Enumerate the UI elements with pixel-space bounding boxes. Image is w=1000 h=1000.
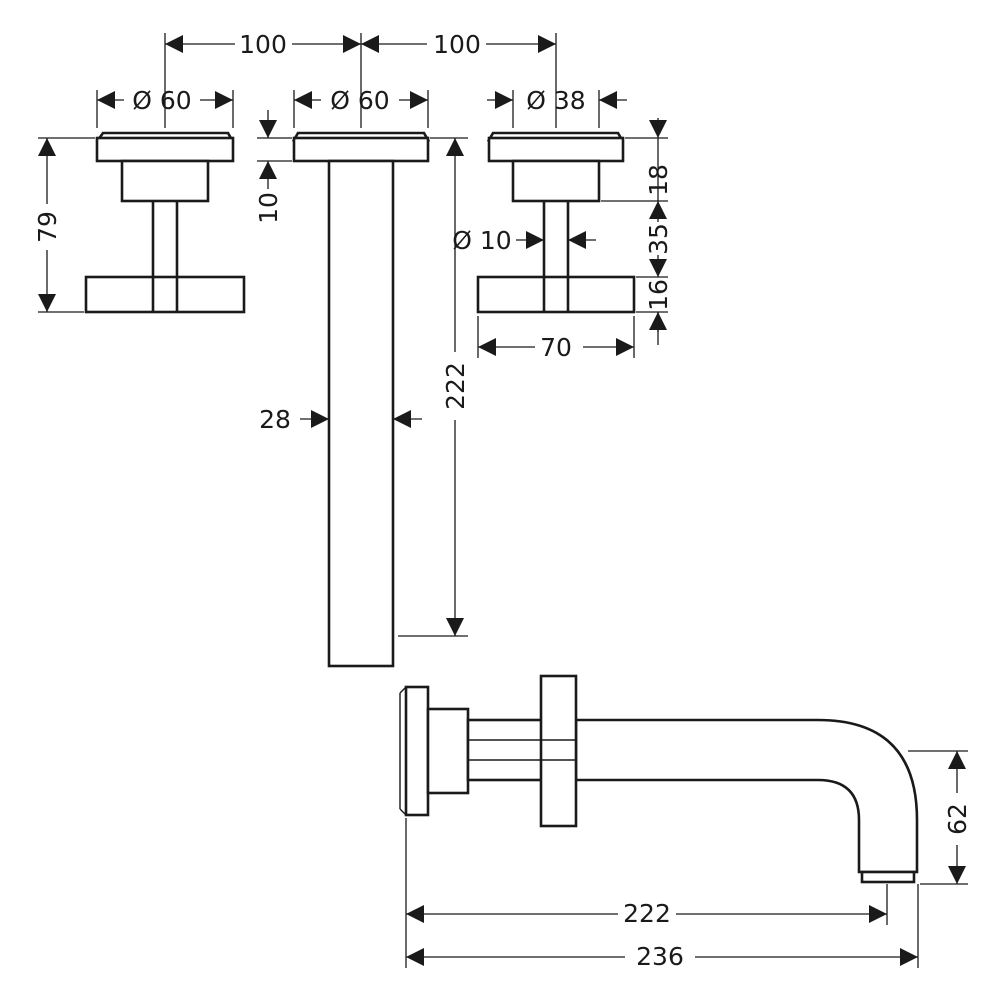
dim-spacing-left: 100	[239, 30, 287, 59]
dim-spout-body-length: 222	[441, 362, 470, 410]
dim-handle-thickness: 16	[644, 279, 673, 311]
left-handle-front-view	[84, 131, 246, 314]
dim-spout-projection: 222	[623, 899, 671, 928]
dim-dia-right-rosette: Ø 38	[526, 86, 585, 115]
dim-dia-spout-rosette: Ø 60	[330, 86, 389, 115]
dim-rosette-thickness: 10	[254, 192, 283, 224]
dim-stem-length: 35	[644, 223, 673, 255]
spout-front-view	[291, 131, 431, 668]
dim-spout-width: 28	[259, 405, 291, 434]
dim-overall-projection: 236	[636, 942, 684, 971]
dim-dia-stem: Ø 10	[452, 226, 511, 255]
dim-handle-width: 70	[540, 333, 572, 362]
dim-dia-left-handle: Ø 60	[132, 86, 191, 115]
dimension-labels: 100 100 Ø 60 Ø 60 Ø 38 Ø 10 28 70 222 23…	[33, 30, 972, 971]
dim-handle-height: 79	[33, 211, 62, 243]
dimension-lines	[38, 33, 968, 968]
right-handle-front-view	[476, 131, 636, 314]
dim-spacing-right: 100	[433, 30, 481, 59]
dim-spout-drop: 62	[943, 803, 972, 835]
dim-rosette-depth: 18	[644, 164, 673, 196]
spout-side-view	[399, 674, 919, 884]
